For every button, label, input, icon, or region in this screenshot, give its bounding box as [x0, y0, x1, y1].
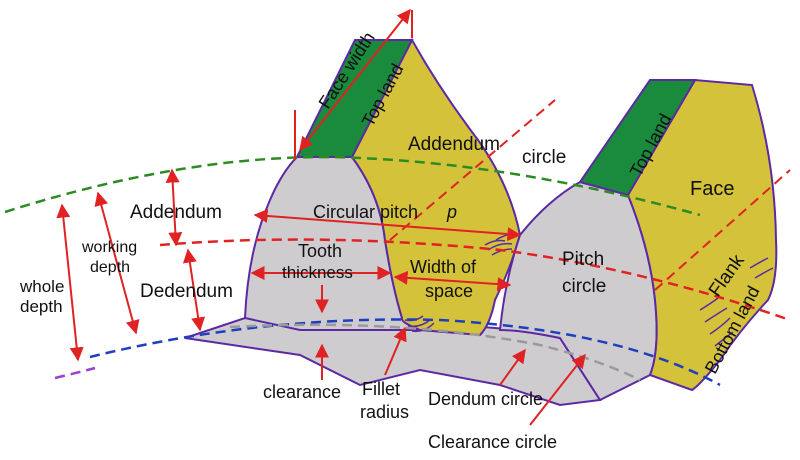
tooth-2-face	[626, 78, 778, 392]
addendum-circle-line	[4, 155, 701, 217]
pitch-circle-label-1: Pitch	[562, 249, 604, 270]
tooth-thickness-label-2: thickness	[282, 263, 353, 282]
fillet-radius-arrow	[384, 326, 407, 376]
working-depth-label-1: working	[81, 239, 137, 256]
circular-pitch-label: Circular pitch	[313, 202, 418, 222]
dedendum-circle-line	[89, 318, 721, 387]
clearance-label: clearance	[263, 382, 341, 402]
whole-depth-line	[54, 366, 96, 380]
addendum-label: Addendum	[130, 202, 222, 223]
tooth-thickness-label-1: Tooth	[298, 241, 342, 261]
face-label: Face	[690, 178, 734, 200]
circular-pitch-p-label: p	[446, 202, 457, 222]
width-of-space-arrow	[393, 270, 512, 292]
whole-depth-label-1: whole	[19, 277, 64, 296]
whole-depth-label-2: depth	[20, 297, 63, 316]
pitch-circle-label-2: circle	[562, 276, 606, 297]
fillet-radius-label-1: Fillet	[362, 379, 400, 399]
addendum-circle-label-2: circle	[522, 147, 566, 168]
whole-depth-arrow	[56, 203, 84, 362]
clearance-circle-label: Clearance circle	[428, 432, 557, 452]
width-of-space-label-2: space	[425, 281, 473, 301]
addendum-arrow	[165, 168, 183, 247]
fillet-radius-label-2: radius	[360, 402, 409, 422]
circular-pitch-arrow	[253, 208, 522, 242]
dendum-circle-label: Dendum circle	[428, 389, 543, 409]
clearance-circle-arrow	[529, 353, 586, 426]
dedendum-arrow	[182, 248, 206, 332]
tooth-2-top-land	[578, 79, 697, 197]
dendum-circle-arrow	[499, 348, 526, 386]
dedendum-label: Dedendum	[140, 281, 233, 302]
face-width-arrow	[299, 8, 411, 152]
width-of-space-label-1: Width of	[410, 257, 477, 277]
pitch-face-line-2	[654, 169, 791, 291]
working-depth-arrow	[94, 191, 140, 335]
working-depth-label-2: depth	[90, 259, 130, 276]
addendum-circle-label: Addendum	[408, 134, 500, 155]
fillet-hatch-3	[699, 257, 774, 347]
clearance-circle-line	[229, 323, 641, 382]
